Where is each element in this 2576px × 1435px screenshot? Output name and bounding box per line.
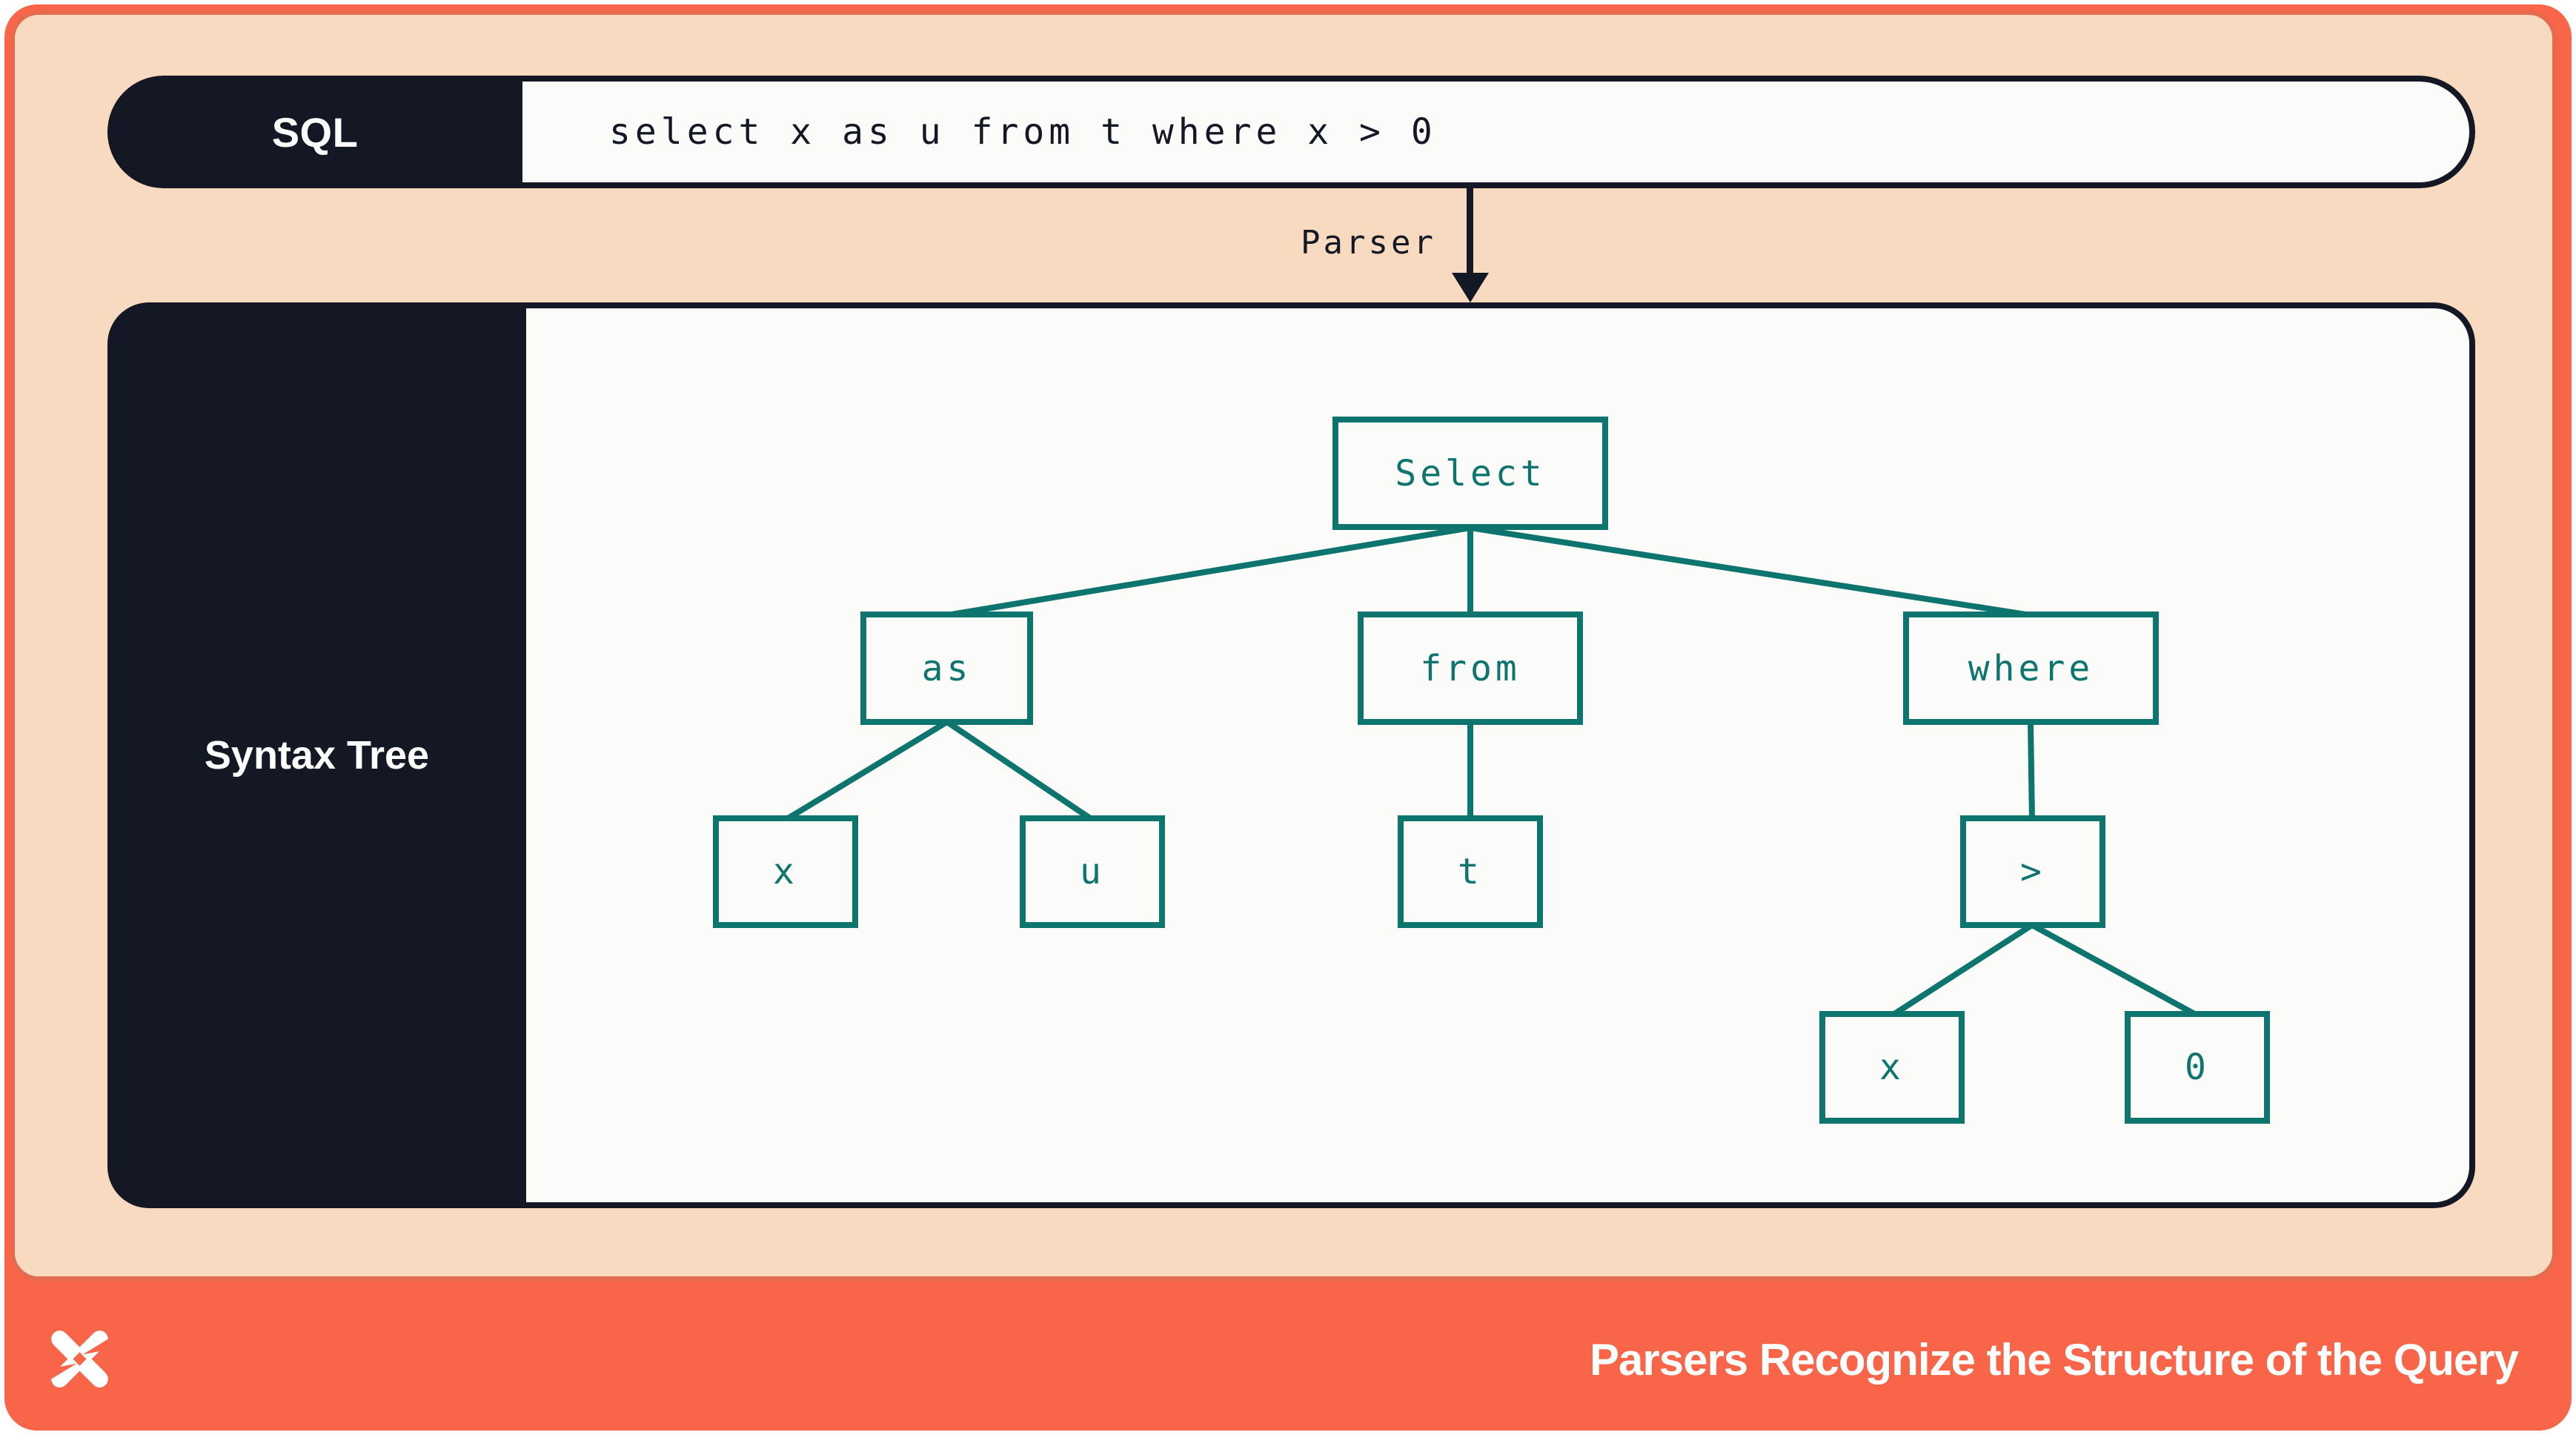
sql-pill: SQL select x as u from t where x > 0 <box>107 76 2475 188</box>
sql-pill-label-zone: SQL <box>107 76 522 188</box>
sql-pill-label: SQL <box>271 108 359 156</box>
footer-title: Parsers Recognize the Structure of the Q… <box>1589 1335 2519 1385</box>
tree-node-from: from <box>1358 612 1583 725</box>
parser-label: Parser <box>1301 224 1436 262</box>
tree-node-x-alias: x <box>713 815 858 928</box>
tree-node-x-operand: x <box>1819 1011 1965 1124</box>
tree-node-where: where <box>1903 612 2159 725</box>
sql-query-text: select x as u from t where x > 0 <box>609 111 1437 153</box>
tree-node-as: as <box>860 612 1033 725</box>
tree-node-t: t <box>1398 815 1543 928</box>
tree-node-u: u <box>1020 815 1165 928</box>
syntax-tree-label: Syntax Tree <box>204 733 430 778</box>
sql-query-zone: select x as u from t where x > 0 <box>522 82 2469 182</box>
parser-arrow-line <box>1467 185 1473 276</box>
tree-node-select: Select <box>1332 417 1608 530</box>
tree-node-gt: > <box>1960 815 2105 928</box>
syntax-tree-label-zone: Syntax Tree <box>107 302 526 1208</box>
syntax-tree-panel: Syntax Tree <box>107 302 2475 1208</box>
parser-arrow-head-icon <box>1452 273 1489 302</box>
pinwheel-x-logo-icon <box>47 1330 113 1388</box>
tree-node-zero: 0 <box>2125 1011 2270 1124</box>
